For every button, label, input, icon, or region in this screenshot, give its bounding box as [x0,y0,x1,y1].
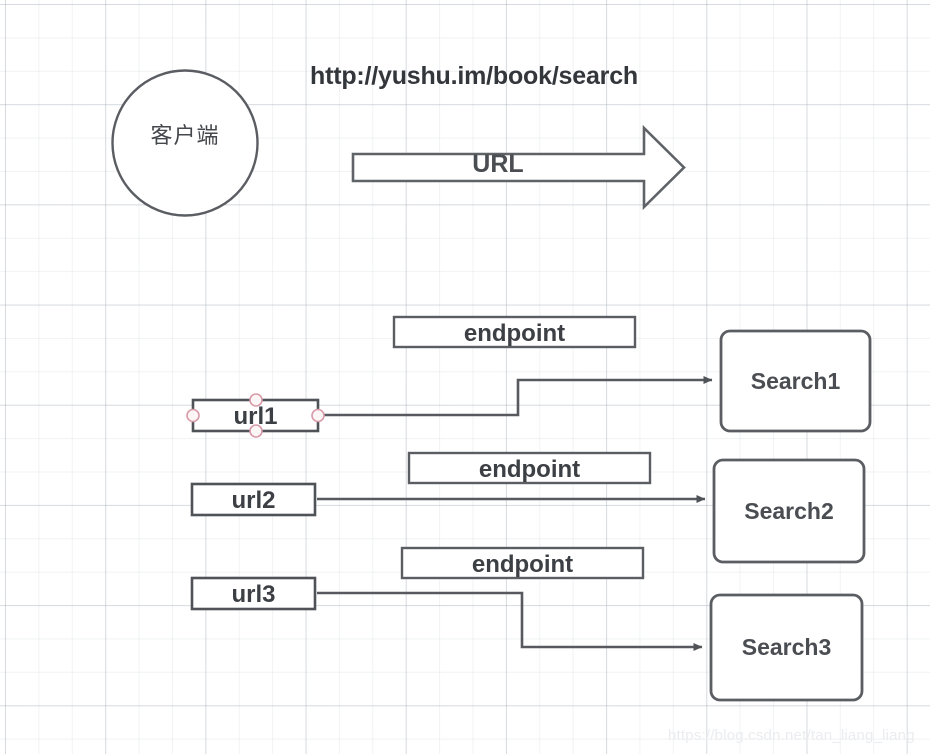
endpoint-box-2[interactable] [407,451,652,485]
connector-url3[interactable] [317,591,703,651]
selection-handle-left[interactable] [186,408,200,423]
block-arrow-label: URL [472,150,524,178]
selection-handle-right[interactable] [311,408,325,423]
endpoint-label-1: endpoint [463,320,566,347]
endpoint-label-3: endpoint [471,551,574,578]
endpoint-label-2: endpoint [478,456,581,483]
watermark: https://blog.csdn.net/tan_liang_liang [668,727,915,744]
client-node-label: 客户端 [150,124,220,149]
search2-box[interactable] [712,458,866,564]
selection-handle-top[interactable] [249,393,263,407]
search1-label: Search1 [750,368,841,394]
url1-label: url1 [233,403,278,430]
client-circle[interactable] [111,69,259,217]
search3-label: Search3 [741,634,832,660]
search1-box[interactable] [719,329,872,433]
url3-label: url3 [231,581,276,608]
search3-box[interactable] [709,593,864,702]
endpoint-box-1[interactable] [392,315,637,349]
url3-box[interactable] [190,576,317,611]
endpoint-box-3[interactable] [400,546,645,580]
page-title: http://yushu.im/book/search [310,62,638,90]
url-block-arrow[interactable] [351,124,686,211]
url2-label: url2 [231,487,276,514]
url2-box[interactable] [190,482,317,517]
selection-handle-bottom[interactable] [249,424,263,438]
search2-label: Search2 [744,498,834,524]
connector-url1[interactable] [320,376,713,417]
